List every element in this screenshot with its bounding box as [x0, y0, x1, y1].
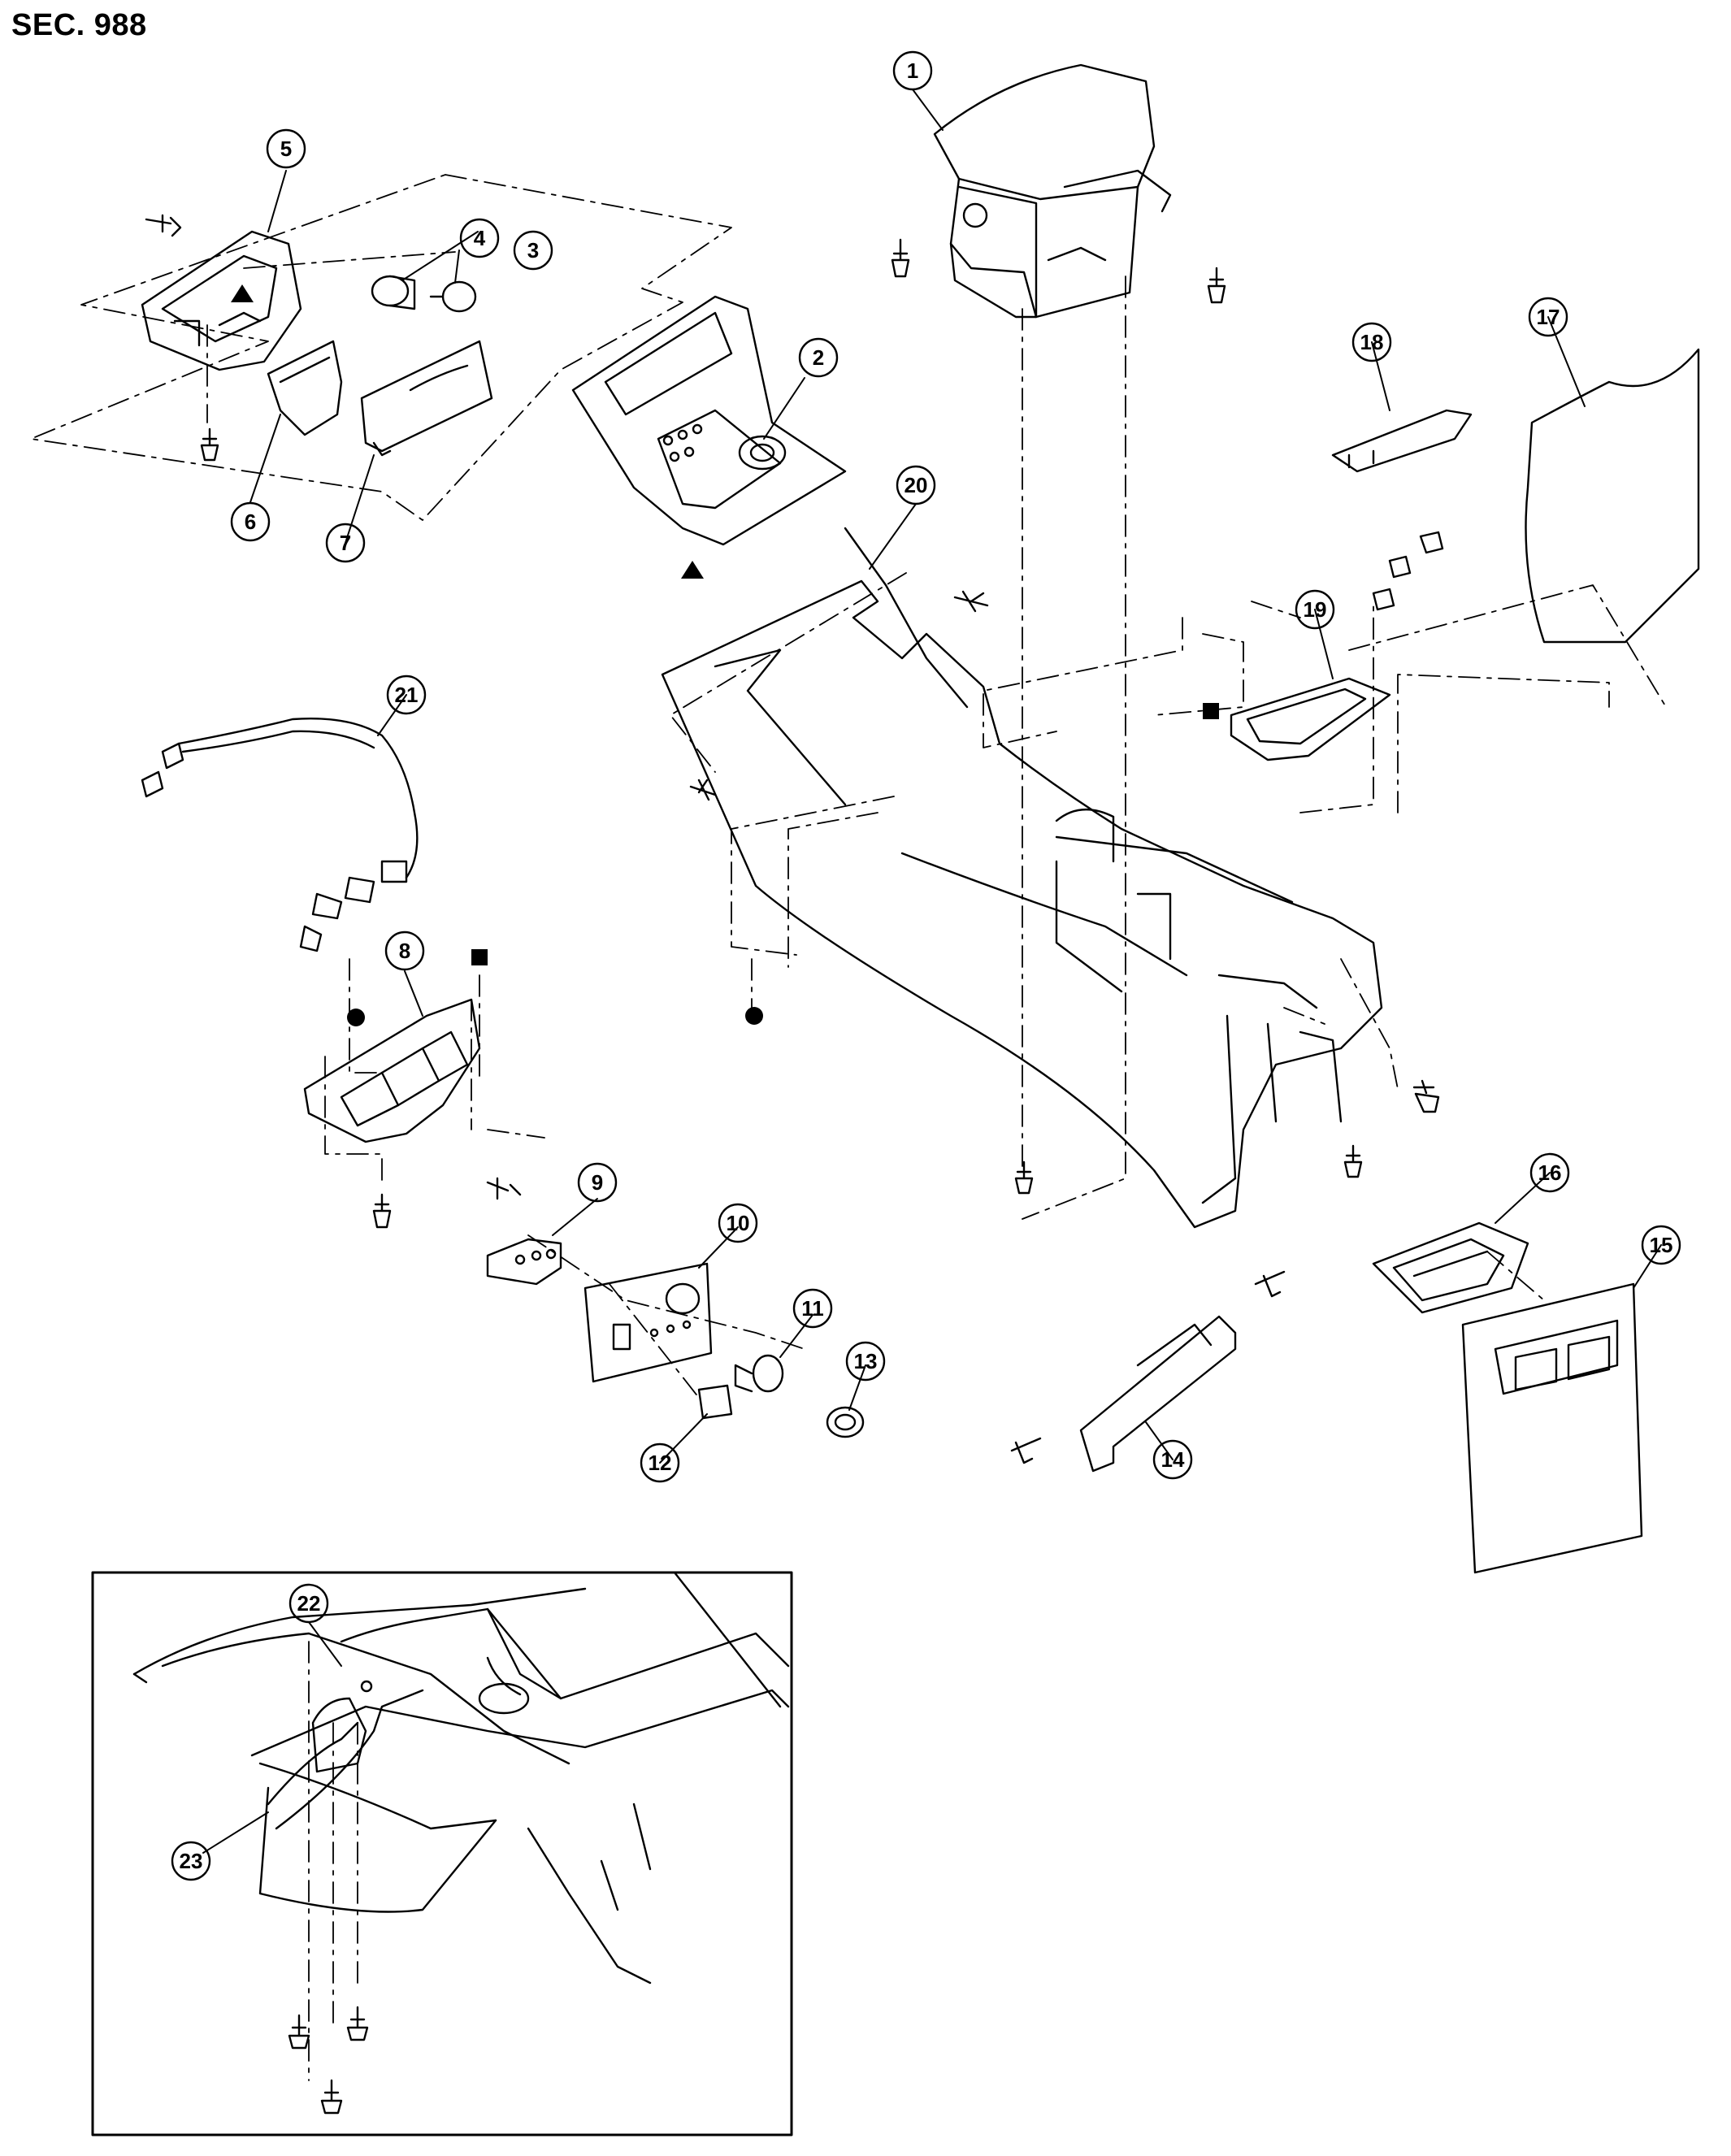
callout-11: 11 [792, 1288, 833, 1329]
svg-text:10: 10 [727, 1211, 750, 1235]
svg-text:17: 17 [1537, 305, 1560, 329]
svg-text:21: 21 [395, 683, 419, 707]
callout-7: 7 [325, 523, 366, 563]
console-body-part-20 [661, 527, 1383, 1229]
leader-lines-detail [308, 1641, 358, 2081]
svg-text:22: 22 [297, 1591, 321, 1616]
svg-text:3: 3 [527, 238, 539, 262]
callout-6: 6 [230, 501, 271, 542]
svg-text:5: 5 [280, 137, 292, 161]
svg-text:8: 8 [399, 939, 410, 963]
callout-14: 14 [1152, 1439, 1193, 1480]
rear-finisher-part-17 [1525, 348, 1700, 644]
callout-23: 23 [171, 1841, 211, 1881]
callout-10: 10 [718, 1203, 758, 1243]
svg-text:11: 11 [801, 1296, 824, 1321]
ashtray-part-6 [267, 340, 343, 436]
wire-harness-part-21 [141, 717, 419, 952]
svg-text:13: 13 [854, 1349, 878, 1373]
callout-12: 12 [640, 1442, 680, 1483]
callout-5: 5 [266, 128, 306, 169]
bracket-part-14 [1079, 1315, 1237, 1473]
socket-part-11 [734, 1354, 784, 1393]
svg-text:12: 12 [649, 1451, 672, 1475]
switch-bracket-part [141, 230, 302, 371]
callout-3: 3 [513, 230, 553, 271]
bracket-part-9 [486, 1238, 562, 1286]
callout-15: 15 [1641, 1225, 1681, 1265]
callout-22: 22 [288, 1583, 329, 1624]
svg-text:4: 4 [474, 226, 486, 250]
leader-lines-console [670, 275, 1667, 1220]
top-finisher-clips [1372, 531, 1444, 611]
circle-marker-b [347, 1009, 365, 1026]
svg-text:6: 6 [245, 510, 256, 534]
top-finisher-part-18 [1331, 409, 1473, 473]
callout-1: 1 [892, 50, 933, 91]
leader-lines-upper-left [30, 174, 732, 521]
triangle-marker-a [231, 284, 254, 302]
svg-text:18: 18 [1360, 330, 1384, 354]
callout-13: 13 [845, 1341, 886, 1382]
svg-text:15: 15 [1650, 1233, 1673, 1257]
bracket-screws [145, 214, 219, 462]
console-side-screws [689, 590, 1440, 1195]
callout-8: 8 [384, 931, 425, 971]
callout-leaders [202, 89, 1662, 1854]
vent-part-16 [1372, 1221, 1529, 1314]
square-marker-a [1203, 703, 1219, 719]
bracket-screw-9 [486, 1177, 522, 1200]
svg-text:20: 20 [905, 473, 928, 497]
leader-lines-lower-left [324, 958, 1545, 1399]
switch-screw [372, 1193, 392, 1229]
callout-16: 16 [1529, 1152, 1570, 1193]
bracket-bolts-14 [1010, 1270, 1286, 1464]
circle-marker-a [745, 1007, 763, 1025]
finisher-part-15 [1461, 1282, 1643, 1574]
svg-text:16: 16 [1538, 1160, 1562, 1185]
svg-text:1: 1 [907, 59, 918, 83]
svg-text:9: 9 [592, 1170, 603, 1195]
svg-text:2: 2 [813, 345, 824, 370]
callout-20: 20 [896, 465, 936, 505]
panel-part-10 [584, 1262, 713, 1383]
svg-text:14: 14 [1161, 1447, 1185, 1472]
callout-2: 2 [798, 337, 839, 378]
shift-finisher-part [571, 295, 847, 546]
callout-17: 17 [1528, 297, 1568, 337]
callout-4: 4 [459, 218, 500, 258]
callout-19: 19 [1295, 589, 1335, 630]
cap-part-13 [826, 1406, 865, 1438]
square-marker-b [471, 949, 488, 965]
callout-21: 21 [386, 675, 427, 715]
triangle-marker-b [681, 561, 704, 579]
tray-part-19 [1230, 677, 1391, 761]
clip-part-12 [697, 1384, 733, 1420]
switch-part-8 [303, 998, 481, 1143]
cap-part-3 [429, 280, 477, 313]
callout-9: 9 [577, 1162, 618, 1203]
page-title: SEC. 988 [11, 8, 147, 42]
console-lid-screws [891, 238, 1226, 304]
console-lid-part [933, 63, 1172, 319]
detail-screws [288, 2006, 369, 2115]
callout-18: 18 [1351, 322, 1392, 362]
svg-text:7: 7 [340, 531, 351, 555]
svg-text:23: 23 [180, 1849, 203, 1873]
svg-text:19: 19 [1304, 597, 1327, 622]
socket-part-4 [371, 275, 416, 310]
detail-box [91, 1571, 793, 2136]
pocket-part-7 [360, 340, 493, 457]
